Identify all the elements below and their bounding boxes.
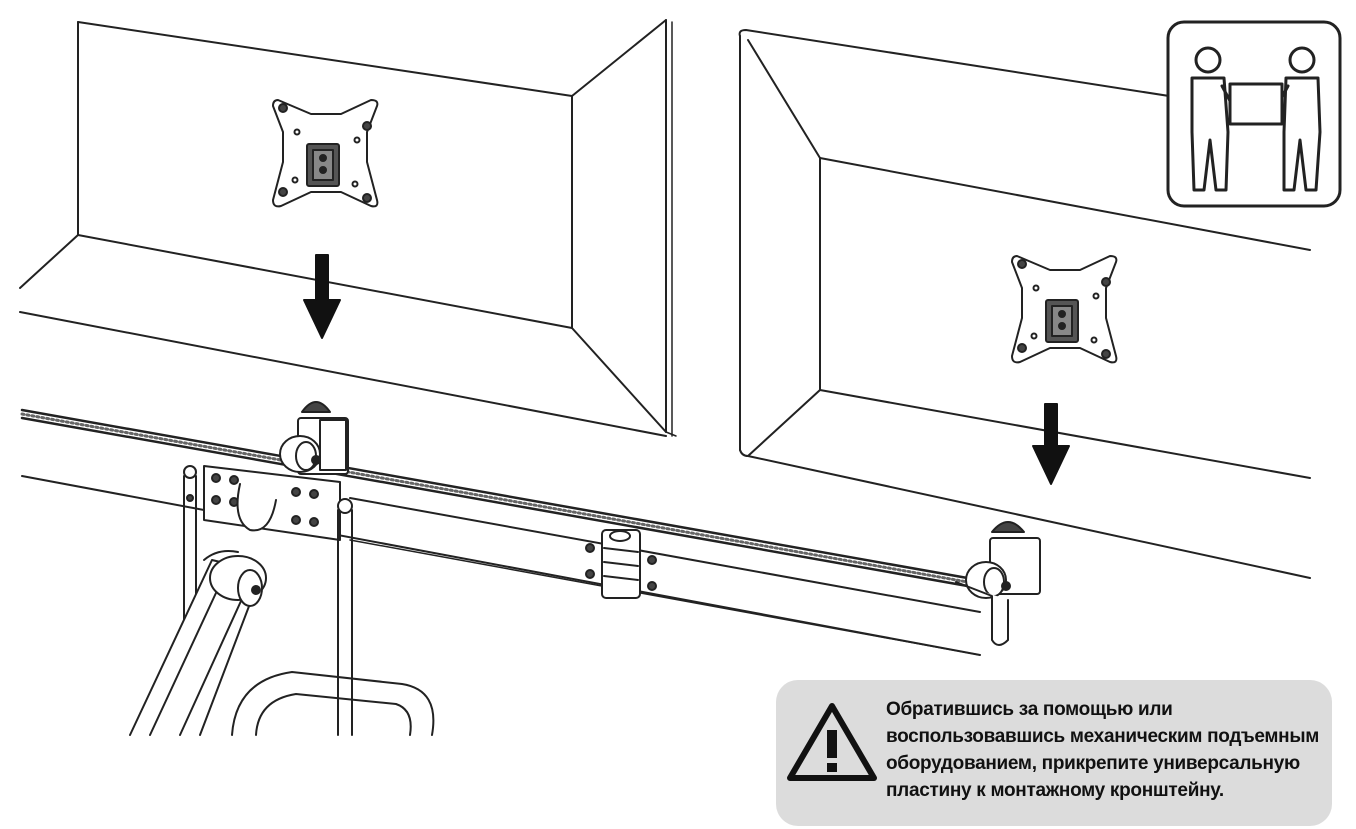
warning-panel: Обратившись за помощью или воспользовавш… [776,680,1332,826]
right-monitor [738,29,1311,579]
warning-line: воспользовавшись механическим подъемным [886,726,1320,747]
left-vesa-plate [272,99,379,208]
warning-triangle-icon [787,703,877,781]
two-person-lift-icon [1166,20,1342,208]
arm-bracket [203,465,341,541]
left-monitor [19,19,677,437]
support-arm [129,465,435,736]
warning-line: Обратившись за помощью или [886,699,1173,720]
warning-text: Обратившись за помощью или воспользовавш… [886,696,1326,804]
left-down-arrow [303,254,341,339]
right-down-arrow [1032,403,1070,485]
left-tilt-head [279,401,349,475]
mounting-bar [20,408,992,656]
warning-line: пластину к монтажному кронштейну. [886,780,1224,801]
right-tilt-head [955,521,1041,646]
right-vesa-plate [1011,255,1118,364]
warning-line: оборудованием, прикрепите универсальную [886,753,1300,774]
